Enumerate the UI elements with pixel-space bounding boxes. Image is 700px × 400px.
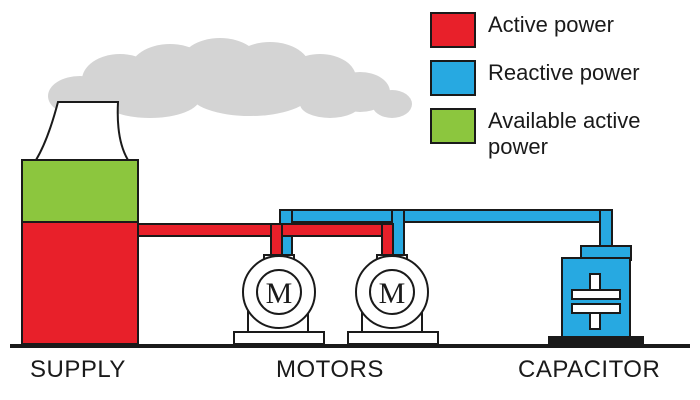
supply-chimney	[34, 101, 130, 161]
ground-line	[10, 344, 690, 348]
legend-swatch-active	[430, 12, 476, 48]
supply-label: SUPPLY	[30, 356, 126, 383]
capacitor	[548, 257, 644, 344]
legend-label-available-line2: power	[488, 134, 548, 159]
legend-swatch-reactive	[430, 60, 476, 96]
legend-label-available: Available active power	[488, 108, 640, 160]
motor-2-symbol: M	[379, 277, 406, 310]
motor-2: M	[347, 254, 439, 345]
active-wiring	[137, 223, 394, 259]
reactive-wiring	[279, 209, 632, 261]
supply-available-power	[21, 159, 139, 223]
capacitor-label: CAPACITOR	[518, 356, 661, 383]
legend-swatch-available	[430, 108, 476, 144]
smoke-cloud	[48, 38, 412, 122]
legend-item-reactive: Reactive power	[430, 60, 640, 96]
legend-label-available-line1: Available active	[488, 108, 641, 133]
legend-item-available: Available active power	[430, 108, 640, 160]
motor-1-symbol: M	[266, 277, 293, 310]
supply-active-power	[21, 221, 139, 345]
legend-label-active: Active power	[488, 12, 614, 37]
motor-1: M	[233, 254, 325, 345]
legend-item-active: Active power	[430, 12, 614, 48]
motors-label: MOTORS	[276, 356, 384, 383]
legend-label-reactive: Reactive power	[488, 60, 640, 85]
capacitor-symbol	[571, 273, 621, 330]
